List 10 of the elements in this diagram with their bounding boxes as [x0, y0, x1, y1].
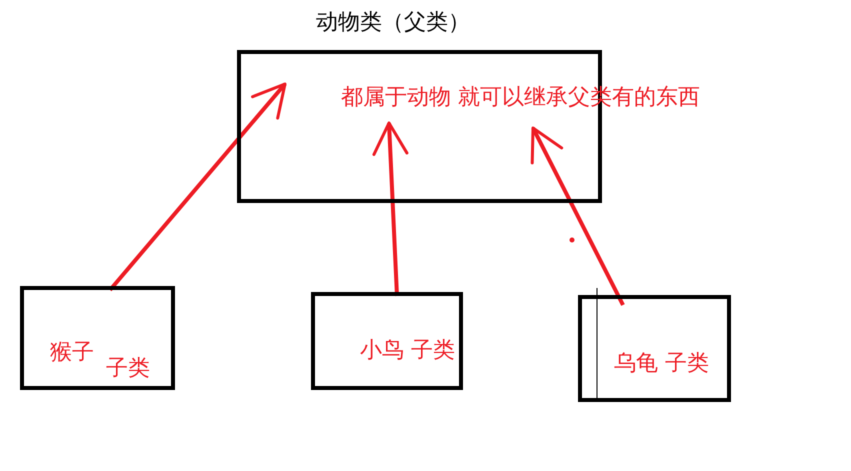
- arrow: [108, 82, 287, 292]
- node-label: 猴子: [50, 342, 94, 364]
- subclass-box: [578, 295, 731, 402]
- node-label: 子类: [106, 358, 150, 380]
- arrow: [530, 126, 625, 306]
- node-label: 小鸟 子类: [360, 340, 455, 362]
- heading: 动物类（父类）: [316, 12, 470, 34]
- subclass-box: [20, 286, 175, 390]
- node-label: 乌龟 子类: [614, 353, 709, 375]
- subclass-box: [311, 292, 463, 390]
